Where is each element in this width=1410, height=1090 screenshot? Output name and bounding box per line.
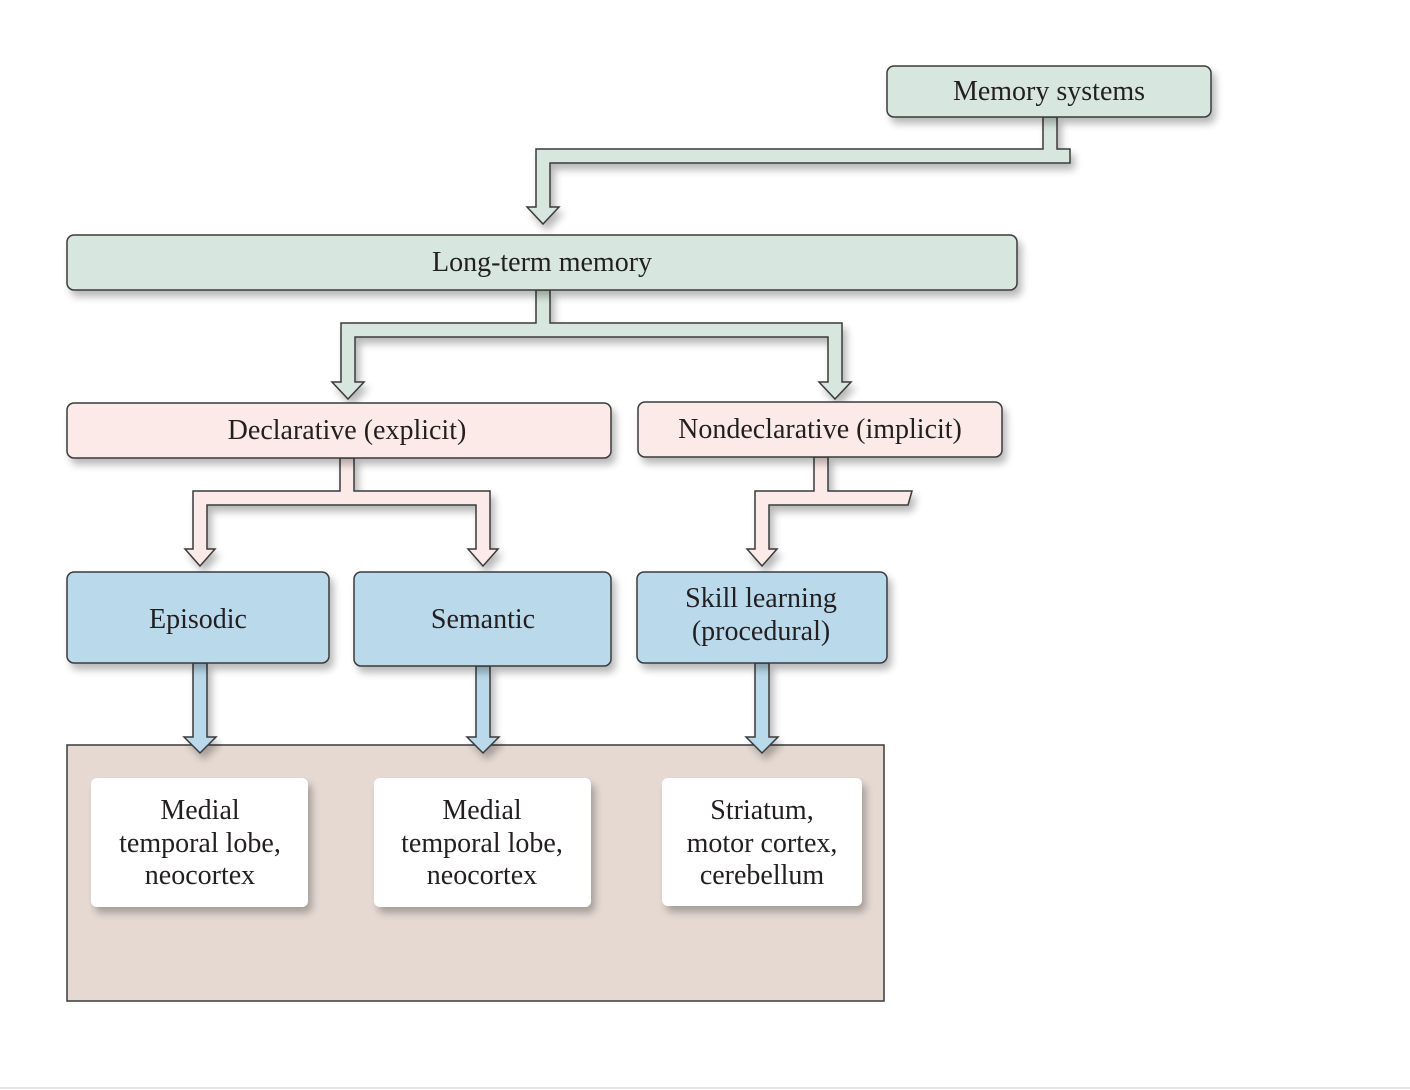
node-label: Episodic bbox=[149, 604, 247, 635]
brain-area-line-3: neocortex bbox=[427, 860, 537, 891]
connector-arrow-to-declarative-and-nondeclarative bbox=[330, 289, 853, 401]
brain-area-line-2: temporal lobe, bbox=[401, 828, 563, 859]
node-label: Memory systems bbox=[953, 76, 1145, 107]
node-memory-systems: Memory systems bbox=[886, 65, 1212, 118]
node-declarative: Declarative (explicit) bbox=[66, 402, 612, 459]
connector-arrow-to-skill-learning bbox=[745, 456, 913, 568]
connector-arrow-skill-to-areas bbox=[744, 662, 780, 755]
connectors bbox=[182, 116, 1071, 755]
node-label: Semantic bbox=[431, 604, 535, 635]
node-nondeclarative: Nondeclarative (implicit) bbox=[637, 401, 1003, 458]
bottom-border bbox=[0, 1087, 1410, 1089]
node-long-term-memory: Long-term memory bbox=[66, 234, 1018, 291]
brain-area-episodic: Medial temporal lobe, neocortex bbox=[91, 778, 308, 907]
brain-area-skill: Striatum, motor cortex, cerebellum bbox=[662, 778, 862, 906]
connector-arrow-episodic-to-areas bbox=[182, 662, 218, 755]
connector-arrow-to-episodic-and-semantic bbox=[183, 457, 500, 568]
connector-arrow-semantic-to-areas bbox=[465, 665, 501, 755]
brain-area-line-1: Medial bbox=[160, 795, 240, 826]
node-label-line-1: Skill learning bbox=[685, 583, 837, 614]
node-skill-learning: Skill learning (procedural) bbox=[636, 571, 888, 664]
node-semantic: Semantic bbox=[353, 571, 612, 667]
brain-area-line-3: cerebellum bbox=[700, 860, 825, 891]
node-label: Declarative (explicit) bbox=[228, 415, 467, 446]
brain-area-semantic: Medial temporal lobe, neocortex bbox=[374, 778, 591, 907]
brain-area-line-3: neocortex bbox=[145, 860, 255, 891]
brain-area-line-1: Medial bbox=[442, 795, 522, 826]
node-label-line-2: (procedural) bbox=[692, 616, 830, 647]
node-episodic: Episodic bbox=[66, 571, 330, 664]
connector-arrow-to-long-term-memory bbox=[525, 116, 1071, 226]
brain-area-line-2: temporal lobe, bbox=[119, 828, 281, 859]
node-label: Nondeclarative (implicit) bbox=[678, 414, 962, 445]
node-label: Long-term memory bbox=[432, 247, 652, 278]
brain-area-line-1: Striatum, bbox=[710, 795, 813, 826]
brain-area-line-2: motor cortex, bbox=[687, 828, 838, 859]
nodes: Memory systems Long-term memory Declarat… bbox=[66, 65, 1212, 907]
